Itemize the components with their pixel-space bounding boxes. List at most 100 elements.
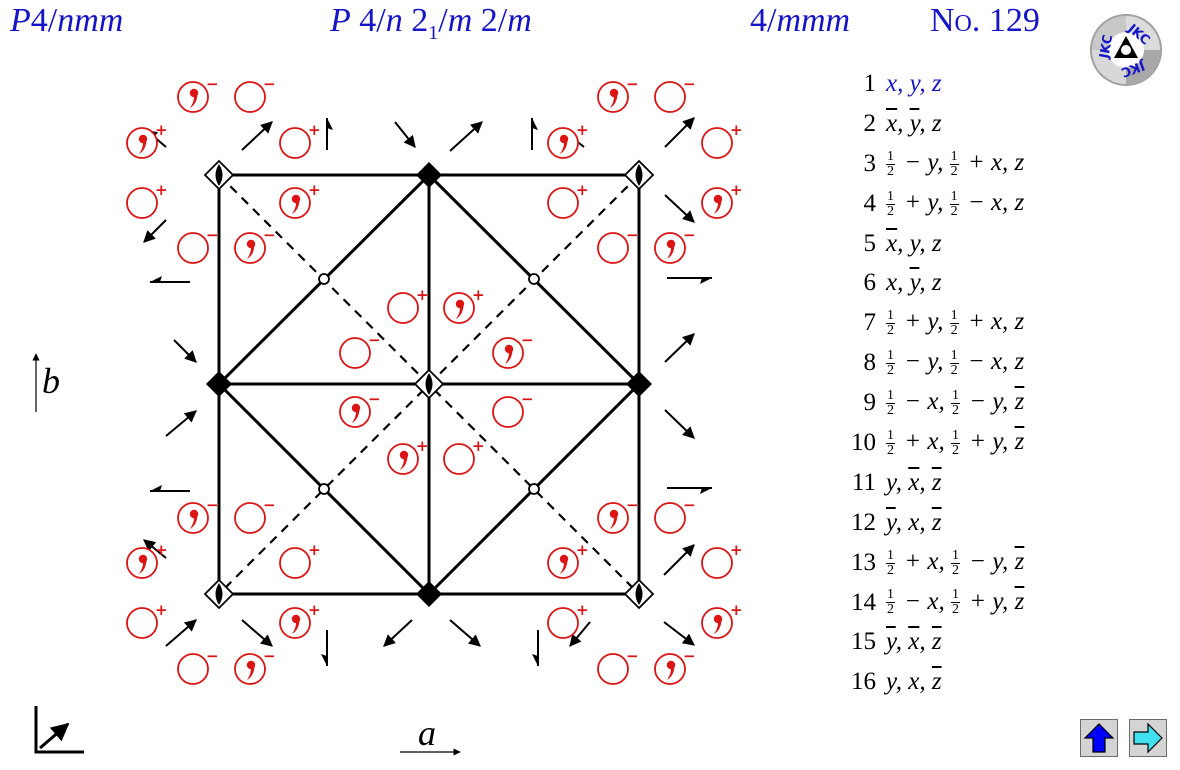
z-sign-label: − — [368, 331, 381, 349]
screw-axis-head-icon — [150, 276, 162, 282]
up-button[interactable] — [1080, 719, 1118, 757]
position-circle-icon: + — [126, 181, 168, 219]
enantiomorph-circle-icon: − — [597, 75, 639, 113]
enantiomorph-circle-icon: − — [177, 496, 219, 534]
svg-text:JKC: JKC — [1097, 34, 1116, 61]
enantiomorph-circle-icon: − — [177, 75, 219, 113]
inversion-center-icon — [528, 483, 540, 495]
z-sign-label: + — [155, 541, 168, 559]
enantiomorph-circle-icon: + — [701, 601, 743, 639]
comma-tail — [352, 409, 360, 423]
b-axis-label: b — [42, 361, 60, 401]
next-button[interactable] — [1129, 719, 1167, 757]
position-circle-icon: − — [234, 496, 276, 534]
comma-dot — [138, 134, 148, 144]
op-number: 4 — [863, 189, 877, 217]
circle-outline — [547, 187, 579, 219]
enantiomorph-circle-icon: + — [547, 121, 589, 159]
op-coordinates: y, x, z — [886, 628, 942, 656]
enantiomorph-circle-icon: − — [339, 390, 381, 428]
z-sign-label: + — [576, 121, 589, 139]
enantiomorph-circle-icon: + — [387, 437, 429, 475]
screw-axis-head-icon — [700, 278, 712, 284]
comma-tail — [456, 305, 464, 319]
comma-dot — [713, 194, 723, 204]
circle-outline — [387, 292, 419, 324]
circle-outline — [597, 232, 629, 264]
position-circle-icon: − — [654, 75, 696, 113]
twofold-axis-arrow-icon — [383, 619, 413, 647]
comma-dot — [138, 554, 148, 564]
z-sign-label: − — [626, 496, 639, 514]
corner-axes-icon — [34, 706, 84, 754]
comma-dot — [246, 660, 256, 670]
op-coordinates: x, y, z — [886, 229, 942, 257]
circle-outline — [177, 653, 209, 685]
comma-dot — [399, 450, 409, 460]
position-circle-icon: − — [234, 75, 276, 113]
op-number: 10 — [851, 428, 876, 456]
full-symbol: P 4/n 21/m 2/m — [330, 2, 532, 44]
comma-tail — [292, 620, 300, 634]
twofold-lens-icon — [635, 583, 643, 605]
position-circle-icon: + — [547, 601, 589, 639]
z-sign-label: + — [155, 181, 168, 199]
comma-tail — [560, 560, 568, 574]
op-number: 1 — [863, 69, 877, 97]
twofold-axis-arrow-icon — [394, 121, 416, 148]
comma-tail — [610, 94, 618, 108]
position-circle-icon: + — [387, 286, 429, 324]
twofold-lens-icon — [425, 373, 433, 395]
enantiomorph-circle-icon: + — [443, 286, 485, 324]
op-coordinates: y, x, z — [886, 508, 942, 536]
comma-dot — [189, 88, 199, 98]
enantiomorph-circle-icon: + — [126, 541, 168, 579]
z-sign-label: − — [206, 496, 219, 514]
twofold-axis-arrow-icon — [663, 544, 695, 576]
op-coordinates: y, x, z — [886, 468, 942, 496]
z-sign-label: + — [308, 541, 321, 559]
z-sign-label: + — [730, 181, 743, 199]
comma-dot — [609, 88, 619, 98]
screw-axis-head-icon — [532, 654, 538, 666]
circle-outline — [654, 81, 686, 113]
fourfold-axis-icon — [626, 371, 652, 397]
comma-dot — [609, 509, 619, 519]
z-sign-label: + — [730, 601, 743, 619]
op-number: 16 — [851, 668, 876, 696]
z-sign-label: + — [730, 541, 743, 559]
op-coordinates: x, y, z — [886, 109, 942, 137]
comma-tail — [247, 245, 255, 259]
position-circle-icon: − — [177, 226, 219, 264]
twofold-axis-arrow-icon — [449, 619, 481, 647]
z-sign-label: + — [155, 121, 168, 139]
enantiomorph-circle-icon: − — [492, 331, 534, 369]
comma-tail — [667, 245, 675, 259]
circle-outline — [279, 127, 311, 159]
fourfold-axis-icon — [416, 162, 442, 188]
op-number: 6 — [863, 269, 877, 297]
right-arrow-icon — [1133, 722, 1163, 754]
z-sign-label: − — [521, 331, 534, 349]
twofold-axis-arrow-icon — [569, 621, 591, 647]
comma-dot — [291, 614, 301, 624]
inversion-center-icon — [528, 273, 540, 285]
symmetry-op-11: 11 y, x, z — [840, 463, 1100, 503]
twofold-axis-arrow-icon — [165, 619, 197, 647]
z-sign-label: − — [683, 226, 696, 244]
comma-tail — [190, 94, 198, 108]
circle-outline — [279, 547, 311, 579]
op-number: 11 — [851, 468, 876, 496]
z-sign-label: − — [368, 390, 381, 408]
position-circle-icon: − — [339, 331, 381, 369]
enantiomorph-circle-icon: − — [654, 647, 696, 685]
comma-tail — [714, 200, 722, 214]
